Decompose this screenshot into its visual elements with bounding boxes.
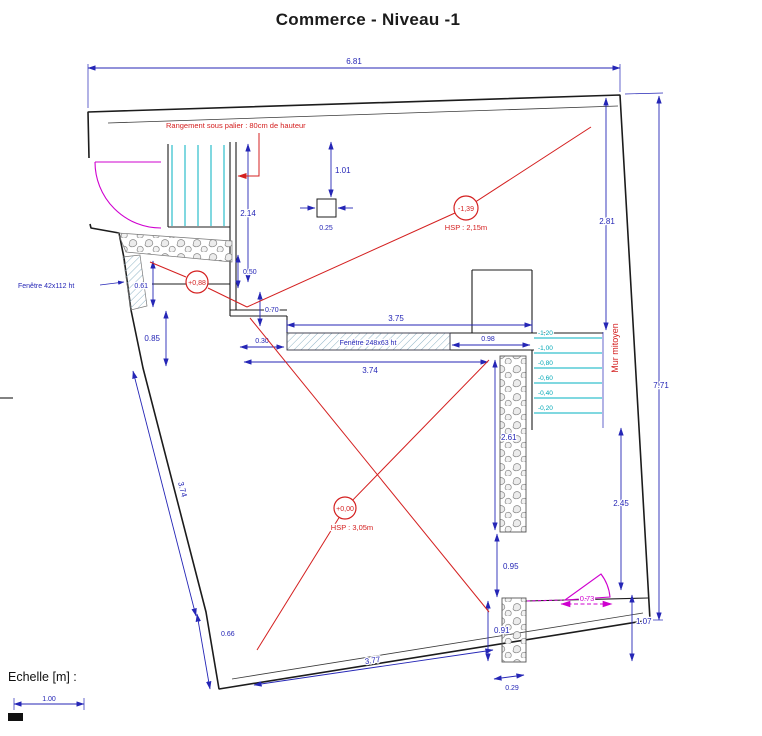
stair-level-label: -0,20 [538, 405, 553, 412]
entry-door-swing [94, 161, 162, 229]
dim-col-091: 0.91 [494, 626, 510, 635]
mid-window-panel [286, 332, 451, 351]
doors [94, 161, 611, 602]
hsp-upper: HSP : 2,15m [445, 223, 487, 232]
stair-level-label: -0,80 [538, 360, 553, 367]
duct-box [471, 269, 533, 333]
dim-niche-depth: 1.01 [335, 166, 351, 175]
masonry [117, 232, 527, 663]
dim-right-107: 1.07 [636, 617, 652, 626]
stair-level-label: -0,40 [538, 390, 553, 397]
scale-value: 1.00 [42, 696, 56, 703]
dim-entry-height: 2.14 [240, 209, 256, 218]
entry-stone-wall [117, 232, 233, 263]
rangement-note: Rangement sous palier : 80cm de hauteur [166, 121, 306, 130]
level-marker-main [333, 496, 357, 520]
left-window-label: Fenêtre 42x112 ht [18, 283, 74, 290]
stair-level-label: -1,20 [538, 330, 553, 337]
niche-box [316, 198, 337, 218]
dim-room-width: 3.74 [362, 366, 378, 375]
dim-window-span: 3.75 [388, 314, 404, 323]
dim-wall-085: 0.85 [144, 334, 160, 343]
dim-bottom-width: 3.77 [364, 655, 381, 666]
level-marker-entry [185, 270, 209, 294]
level-upper-value: -1,39 [458, 206, 474, 213]
hsp-lower: HSP : 3,05m [331, 523, 373, 532]
dim-right-245: 2.45 [613, 499, 629, 508]
dim-corner-066: 0.66 [221, 631, 235, 638]
level-marker-upper [453, 195, 479, 221]
dim-niche-width: 0.25 [319, 225, 333, 232]
dim-door-073: 0.73 [580, 594, 595, 603]
door-dimension: 0.73 [560, 593, 613, 608]
dim-right-total: 7.71 [653, 381, 669, 390]
page-title: Commerce - Niveau -1 [276, 10, 461, 29]
scale-bar: Echelle [m] : 1.00 [8, 670, 85, 721]
stair-level-label: -0,60 [538, 375, 553, 382]
annotations-red: Rangement sous palier : 80cm de hauteur … [149, 120, 621, 651]
dim-pier-width: 0.98 [481, 336, 495, 343]
stair-level-label: -1,00 [538, 345, 553, 352]
dim-right-upper: 2.81 [599, 217, 615, 226]
dim-col-095: 0.95 [503, 562, 519, 571]
scale-label: Echelle [m] : [8, 670, 77, 684]
dim-column-261: 2.61 [501, 433, 517, 442]
landing-walls [152, 144, 230, 285]
level-main-value: +0,00 [336, 506, 354, 513]
left-window-panel [122, 254, 148, 311]
dim-left-wall: 3.74 [176, 481, 189, 499]
sight-line-lower-2 [256, 359, 490, 651]
rear-door-swing [563, 573, 611, 601]
dim-step-050: 0.50 [243, 269, 257, 276]
mur-mitoyen-label: Mur mitoyen [610, 323, 620, 373]
level-entry-value: +0,88 [188, 280, 206, 287]
dim-window-061: 0.61 [134, 283, 148, 290]
sight-line-lower-1 [249, 317, 490, 613]
stone-column-lower [501, 597, 527, 663]
stairs-upper-left [171, 145, 225, 226]
stone-column-upper [499, 355, 527, 533]
sight-line-upper [246, 126, 592, 308]
scale-block [8, 713, 23, 721]
interior-walls [152, 142, 649, 602]
dim-top-width: 6.81 [346, 57, 362, 66]
rangement-leader [237, 133, 260, 179]
stairs-right: -1,20 -1,00 -0,80 -0,60 -0,40 -0,20 [534, 329, 604, 428]
dim-bottom-029: 0.29 [505, 685, 519, 692]
dim-step-030: 0.30 [255, 338, 269, 345]
mid-window-label: Fenêtre 248x63 ht [340, 340, 397, 347]
dim-step-070: 0.70 [265, 307, 279, 314]
dimensions: 6.81 2.81 7.71 2.14 1.01 0.25 0.50 0.70 … [17, 56, 671, 694]
